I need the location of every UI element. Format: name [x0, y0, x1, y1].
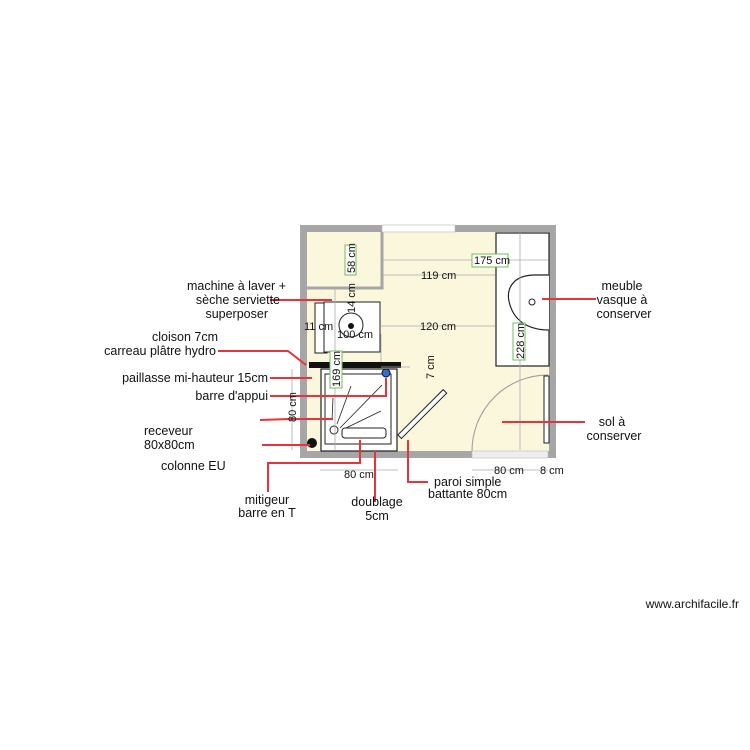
drain-column-icon	[307, 438, 317, 448]
label-doublage-1: doublage	[351, 495, 402, 509]
shower-tray-inner	[324, 373, 392, 445]
sink-drain	[528, 298, 536, 306]
label-receveur-1: receveur	[144, 424, 193, 438]
dim-80-vertical: 80 cm	[287, 392, 299, 422]
grab-bar-icon	[381, 368, 391, 378]
door-swing-arc	[471, 374, 549, 452]
label-sol-1: sol à	[599, 415, 625, 429]
dim-228: 228 cm	[515, 323, 527, 359]
label-machine-1: machine à laver +	[187, 279, 286, 293]
mixer-tap	[341, 427, 387, 439]
door-leaf	[543, 375, 550, 444]
shower-screen	[397, 388, 448, 440]
annotation-labels: machine à laver + sèche serviette superp…	[104, 279, 651, 523]
closet-partition	[307, 232, 384, 290]
label-colonne: colonne EU	[161, 459, 226, 473]
label-cloison-2: carreau plâtre hydro	[104, 344, 216, 358]
window-top	[381, 224, 456, 233]
dim-175: 175 cm	[474, 255, 510, 267]
dim-14: 14 cm	[346, 283, 358, 313]
half-wall-counter	[309, 362, 401, 368]
label-meuble-1: meuble	[602, 279, 643, 293]
dim-7: 7 cm	[425, 355, 437, 379]
label-paillasse: paillasse mi-hauteur 15cm	[122, 371, 268, 385]
dim-80-bottom: 80 cm	[344, 469, 374, 481]
label-meuble-2: vasque à	[597, 293, 648, 307]
dim-58: 58 cm	[346, 243, 358, 273]
dim-169: 169 cm	[331, 351, 343, 387]
dim-120: 120 cm	[420, 321, 456, 333]
door-opening	[471, 450, 549, 459]
shower-water-lines	[331, 384, 383, 429]
label-paroi-2: battante 80cm	[428, 487, 507, 501]
machine-center	[348, 323, 354, 329]
label-cloison-1: cloison 7cm	[152, 330, 218, 344]
leader-lines	[218, 298, 596, 502]
label-mitigeur-2: barre en T	[238, 506, 296, 520]
label-machine-2: sèche serviette	[196, 293, 280, 307]
label-barre: barre d'appui	[195, 389, 268, 403]
label-mitigeur-1: mitigeur	[245, 493, 289, 507]
dim-8: 8 cm	[540, 465, 564, 477]
dim-11: 11 cm	[304, 321, 333, 333]
watermark: www.archifacile.fr	[645, 597, 739, 611]
shower-head	[329, 425, 339, 435]
dim-119: 119 cm	[421, 270, 456, 282]
dim-100: 100 cm	[337, 329, 373, 341]
dimension-labels: 58 cm 175 cm 119 cm 14 cm 11 cm 100 cm 1…	[287, 243, 564, 481]
label-paroi-1: paroi simple	[434, 475, 501, 489]
label-machine-3: superposer	[205, 307, 268, 321]
label-meuble-3: conserver	[597, 307, 652, 321]
label-sol-2: conserver	[587, 429, 642, 443]
label-receveur-2: 80x80cm	[144, 438, 195, 452]
dim-80-right: 80 cm	[494, 465, 524, 477]
label-doublage-2: 5cm	[365, 509, 389, 523]
